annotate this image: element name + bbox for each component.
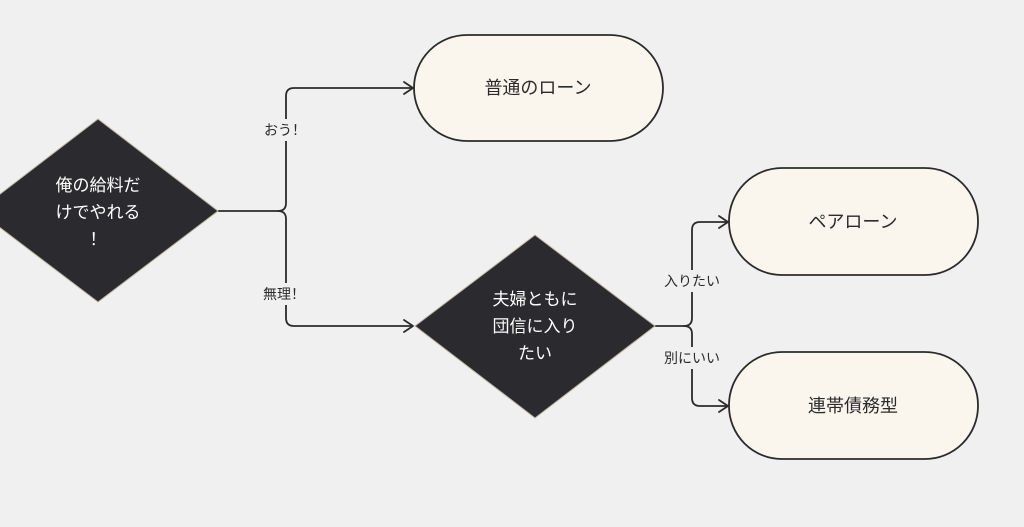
edge-label-dontcare-text: 別にいい <box>664 351 720 367</box>
terminal-normal-loan[interactable]: 普通のローン <box>413 34 664 142</box>
decision-insurance[interactable]: 夫婦ともに 団信に入り たい <box>414 234 656 419</box>
terminal-normal-loan-shape <box>413 34 664 142</box>
decision-insurance-shape <box>414 234 656 419</box>
terminal-pair-loan-shape <box>728 167 979 276</box>
terminal-joint-debt-label: 連帯債務型 <box>808 396 898 417</box>
terminal-pair-loan[interactable]: ペアローン <box>728 167 979 276</box>
decision-salary-shape <box>0 118 219 303</box>
terminal-pair-loan-label: ペアローン <box>808 212 897 233</box>
terminal-joint-debt[interactable]: 連帯債務型 <box>728 351 979 460</box>
edge-label-yes: おう！ <box>258 119 312 141</box>
decision-insurance-line-3: たい <box>518 344 552 364</box>
decision-insurance-line-1: 夫婦ともに <box>493 290 578 310</box>
edge-label-want-text: 入りたい <box>664 274 720 290</box>
decision-salary-line-2: けでやれる <box>56 203 141 223</box>
edge-no-salary <box>277 210 413 327</box>
decision-salary-line-1: 俺の給料だ <box>56 176 141 196</box>
connectors <box>217 81 729 413</box>
edge-label-no-text: 無理！ <box>263 287 305 303</box>
arrowhead-joint-debt <box>718 399 729 413</box>
terminal-normal-loan-label: 普通のローン <box>484 78 591 99</box>
arrowhead-pair-loan <box>718 215 729 229</box>
edge-label-no: 無理！ <box>256 283 312 305</box>
edge-label-dontcare: 別にいい <box>656 347 728 369</box>
arrowhead-insurance-decision <box>403 319 414 333</box>
decision-salary-line-3: ！ <box>90 230 107 250</box>
decision-insurance-line-2: 団信に入り <box>493 317 578 337</box>
edge-dont-care <box>683 325 728 407</box>
decision-salary[interactable]: 俺の給料だ けでやれる ！ <box>0 118 219 303</box>
edge-label-yes-text: おう！ <box>264 123 306 139</box>
terminal-joint-debt-shape <box>728 351 979 460</box>
edge-label-want: 入りたい <box>656 270 728 292</box>
arrowhead-normal-loan <box>403 81 414 95</box>
